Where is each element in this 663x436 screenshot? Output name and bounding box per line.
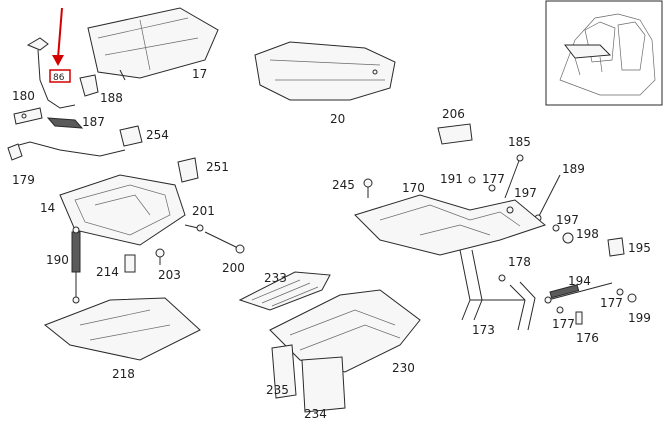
- callout-198: 198: [576, 227, 599, 241]
- callout-254: 254: [146, 128, 169, 142]
- highlight-box-86[interactable]: [49, 69, 71, 83]
- callout-197-b: 197: [556, 213, 579, 227]
- callout-190: 190: [46, 253, 69, 267]
- part-194-gas-strut[interactable]: [544, 282, 613, 304]
- part-245-bolt[interactable]: [363, 178, 373, 198]
- part-203-screw[interactable]: [155, 248, 165, 265]
- part-254-bracket[interactable]: [119, 125, 143, 147]
- part-195-bracket[interactable]: [607, 237, 625, 257]
- callout-177-a: 177: [482, 172, 505, 186]
- part-20-seat-cover[interactable]: [254, 41, 396, 101]
- part-233-floor-mat[interactable]: [238, 271, 331, 311]
- callout-187: 187: [82, 115, 105, 129]
- callout-194: 194: [568, 274, 591, 288]
- callout-214: 214: [96, 265, 119, 279]
- callout-206: 206: [442, 107, 465, 121]
- part-218-panel[interactable]: [44, 297, 201, 361]
- callout-180: 180: [12, 89, 35, 103]
- part-handle-lever[interactable]: [26, 37, 76, 109]
- callout-251: 251: [206, 160, 229, 174]
- part-197-washer-a[interactable]: [506, 206, 514, 214]
- callout-201: 201: [192, 204, 215, 218]
- part-176-bolt[interactable]: [575, 311, 583, 325]
- callout-188: 188: [100, 91, 123, 105]
- part-180-lever[interactable]: [13, 107, 43, 125]
- highlight-arrow: [52, 7, 64, 66]
- callout-179: 179: [12, 173, 35, 187]
- part-191-washer[interactable]: [468, 176, 476, 184]
- callout-170: 170: [402, 181, 425, 195]
- callout-189: 189: [562, 162, 585, 176]
- callout-173: 173: [472, 323, 495, 337]
- callout-191: 191: [440, 172, 463, 186]
- callout-203: 203: [158, 268, 181, 282]
- callout-177-b: 177: [600, 296, 623, 310]
- part-188-clip[interactable]: [79, 74, 99, 97]
- callout-199: 199: [628, 311, 651, 325]
- highlight-label-86: 86: [53, 73, 65, 83]
- callout-178: 178: [508, 255, 531, 269]
- part-177-nut-b[interactable]: [616, 288, 624, 296]
- part-199-washer[interactable]: [627, 293, 637, 303]
- part-179-linkage[interactable]: [7, 141, 126, 161]
- callout-230: 230: [392, 361, 415, 375]
- callout-185: 185: [508, 135, 531, 149]
- part-230-floor-panel[interactable]: [269, 289, 421, 373]
- callout-17: 17: [192, 67, 207, 81]
- part-251-bracket[interactable]: [177, 157, 199, 183]
- part-214-clip[interactable]: [124, 254, 136, 273]
- part-173-linkage-arms[interactable]: [459, 249, 536, 331]
- part-235-pad[interactable]: [271, 344, 297, 399]
- part-234-pad[interactable]: [301, 356, 346, 413]
- callout-233: 233: [264, 271, 287, 285]
- part-17-seat-cushion[interactable]: [87, 7, 219, 81]
- callout-235: 235: [266, 383, 289, 397]
- callout-195: 195: [628, 241, 651, 255]
- callout-177-c: 177: [552, 317, 575, 331]
- callout-234: 234: [304, 407, 327, 421]
- part-177-nut-a[interactable]: [488, 184, 496, 192]
- part-177-nut-c[interactable]: [556, 306, 564, 314]
- part-201-bolt[interactable]: [184, 224, 204, 232]
- part-197-washer-b[interactable]: [552, 224, 560, 232]
- part-200-rod[interactable]: [204, 231, 245, 254]
- part-170-base-frame[interactable]: [354, 194, 547, 256]
- callout-176: 176: [576, 331, 599, 345]
- callout-20: 20: [330, 112, 345, 126]
- part-178-pin[interactable]: [498, 274, 506, 282]
- part-198-bushing[interactable]: [562, 232, 574, 244]
- part-190-gas-spring[interactable]: [71, 226, 81, 304]
- part-187-rail[interactable]: [46, 117, 84, 129]
- callout-218: 218: [112, 367, 135, 381]
- callout-245: 245: [332, 178, 355, 192]
- part-185-strut[interactable]: [504, 154, 524, 199]
- callout-14: 14: [40, 201, 55, 215]
- callout-197-a: 197: [514, 186, 537, 200]
- vehicle-seat-inset: [545, 0, 663, 106]
- callout-200: 200: [222, 261, 245, 275]
- part-206-cover[interactable]: [437, 123, 473, 145]
